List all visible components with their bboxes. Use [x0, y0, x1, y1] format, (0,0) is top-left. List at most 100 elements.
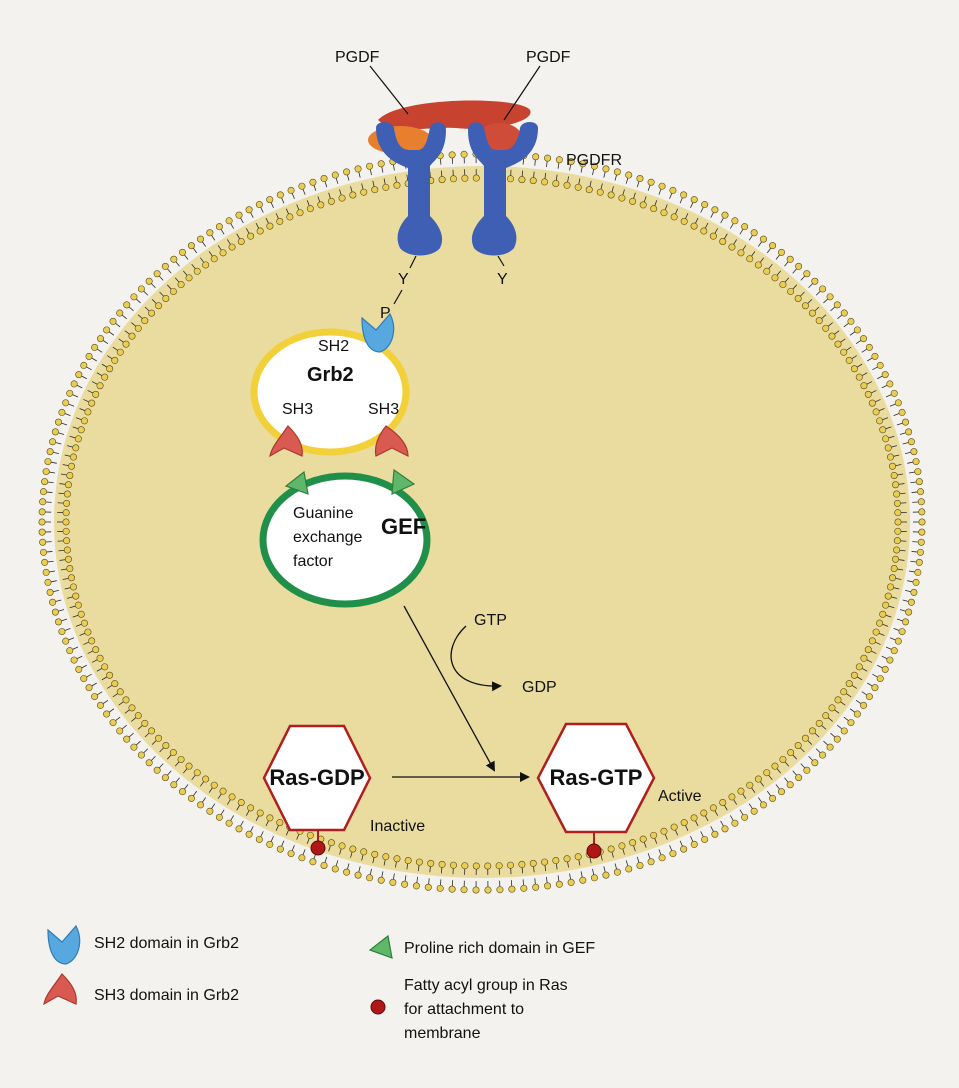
lipid-head [544, 882, 552, 890]
lipid-head [915, 558, 923, 566]
lipid-head [101, 373, 109, 381]
lipid-head [680, 845, 688, 853]
lipid-head [256, 227, 264, 235]
lipid-head [650, 831, 658, 839]
lipid-head [377, 160, 385, 168]
lipid-head [690, 196, 698, 204]
lipid-head [74, 435, 82, 443]
lipid-head [389, 878, 397, 886]
lipid-head [833, 301, 841, 309]
lipid-head [660, 209, 668, 217]
lipid-head [658, 854, 666, 862]
lipid-head [193, 769, 201, 777]
lipid-head [185, 762, 193, 770]
lipid-head [424, 883, 432, 891]
lipid-head [296, 209, 304, 217]
lipid-head [750, 229, 758, 237]
lipid-head [169, 749, 177, 757]
plasma-membrane [38, 150, 926, 894]
lipid-head [881, 665, 889, 673]
lipid-head [436, 884, 444, 892]
lipid-head [472, 174, 480, 182]
lipid-head [415, 858, 423, 866]
lipid-head [731, 819, 739, 827]
lipid-head [834, 340, 842, 348]
lipid-head [629, 839, 637, 847]
legend-proline-icon [368, 934, 393, 959]
lipid-head [187, 242, 195, 250]
lipid-head [574, 853, 582, 861]
lipid-head [41, 558, 49, 566]
lipid-head [64, 481, 72, 489]
lipid-head [266, 840, 274, 848]
lipid-head [680, 819, 688, 827]
lipid-head [145, 277, 153, 285]
lipid-head [690, 222, 698, 230]
lipid-head [276, 819, 284, 827]
lipid-head [787, 287, 795, 295]
legend: SH2 domain in Grb2 SH3 domain in Grb2 Pr… [43, 924, 595, 1042]
gtp-gdp-exchange-arrow [450, 625, 502, 692]
lipid-head [888, 574, 896, 582]
lipid-head [845, 356, 853, 364]
lipid-head [847, 317, 855, 325]
lipid-head [894, 399, 902, 407]
lipid-head [255, 201, 263, 209]
lipid-head [134, 712, 142, 720]
lipid-head [590, 162, 598, 170]
lipid-head [876, 675, 884, 683]
lipid-head [202, 775, 210, 783]
lipid-head [96, 382, 104, 390]
lipid-head [51, 428, 59, 436]
lipid-head [917, 488, 925, 496]
lipid-head [508, 885, 516, 893]
lipid-head [122, 696, 130, 704]
lipid-head [461, 862, 469, 870]
lipid-head [215, 223, 223, 231]
lipid-head [721, 825, 729, 833]
lipid-head [77, 610, 85, 618]
lipid-head [382, 183, 390, 191]
lipid-head [80, 675, 88, 683]
lipid-head [197, 801, 205, 809]
lipid-head [759, 235, 767, 243]
lipid-head [860, 335, 868, 343]
lipid-head [41, 478, 49, 486]
lipid-head [860, 701, 868, 709]
lipid-head [49, 438, 57, 446]
lipid-head [532, 883, 540, 891]
lipid-head [787, 749, 795, 757]
lipid-head [123, 301, 131, 309]
lipid-head [46, 448, 54, 456]
lipid-head [917, 538, 925, 546]
ras-gdp-state: Inactive [370, 818, 425, 835]
lipid-head [404, 857, 412, 865]
lipid-head [719, 238, 727, 246]
lipid-head [484, 862, 492, 870]
lipid-head [507, 861, 515, 869]
lipid-head [461, 174, 469, 182]
legend-proline-text: Proline rich domain in GEF [404, 940, 595, 957]
receptor-label: PGDFR [566, 152, 622, 169]
lipid-head [871, 684, 879, 692]
lipid-head [731, 217, 739, 225]
sh3-domain-left-icon [269, 425, 303, 458]
lipid-head [596, 188, 604, 196]
lipid-head [377, 876, 385, 884]
lipid-head [840, 348, 848, 356]
lipid-head [84, 628, 92, 636]
lipid-head [777, 788, 785, 796]
lipid-head [371, 850, 379, 858]
grb2-title: Grb2 [307, 364, 354, 386]
lipid-head [354, 165, 362, 173]
lipid-head [495, 862, 503, 870]
lipid-head [51, 608, 59, 616]
lipid-head [235, 211, 243, 219]
lipid-head [111, 680, 119, 688]
lipid-head [276, 217, 284, 225]
lipid-head [700, 809, 708, 817]
lipid-head [39, 538, 47, 546]
lipid-head [833, 735, 841, 743]
lipid-head [49, 598, 57, 606]
lipid-head [91, 693, 99, 701]
